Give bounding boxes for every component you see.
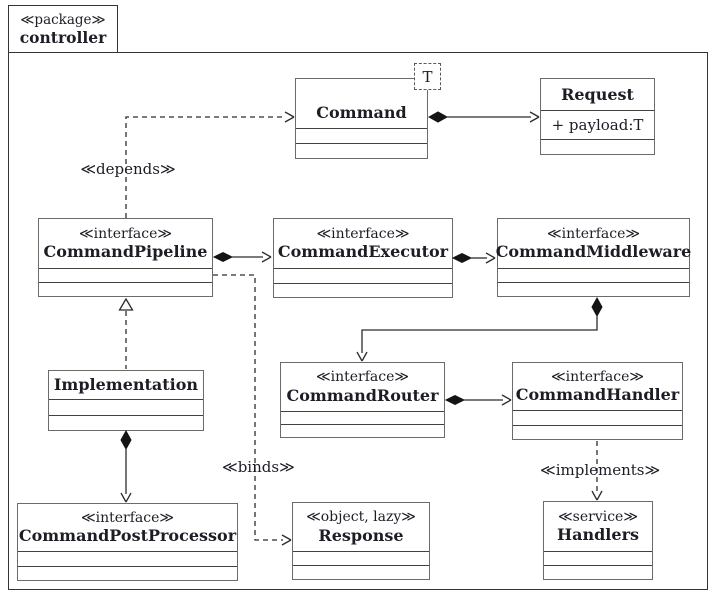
class-title: ≪interface≫ CommandPostProcessor xyxy=(18,504,237,551)
class-title: ≪interface≫ CommandMiddleware xyxy=(495,219,692,268)
stereotype: ≪object, lazy≫ xyxy=(306,509,416,525)
class-name: CommandExecutor xyxy=(277,242,449,262)
class-name: CommandMiddleware xyxy=(495,242,692,262)
class-title: ≪interface≫ CommandRouter xyxy=(281,363,444,411)
attributes-compartment xyxy=(274,268,452,283)
attributes-compartment xyxy=(18,551,237,566)
package-stereotype: ≪package≫ xyxy=(20,11,106,28)
class-name: CommandPostProcessor xyxy=(18,526,237,546)
class-title: Implementation xyxy=(49,371,203,399)
operations-compartment xyxy=(513,424,682,440)
class-command-pipeline: ≪interface≫ CommandPipeline xyxy=(38,218,213,297)
class-title: ≪interface≫ CommandPipeline xyxy=(39,219,212,268)
class-name: Request xyxy=(561,84,634,104)
operations-compartment xyxy=(18,565,237,581)
operations-compartment xyxy=(281,424,444,437)
class-request: Request + payload:T xyxy=(540,78,655,155)
attributes-compartment xyxy=(39,268,212,282)
attributes-compartment xyxy=(513,410,682,425)
class-title: Request xyxy=(541,79,654,110)
class-name: CommandHandler xyxy=(515,385,680,405)
class-name: Implementation xyxy=(53,375,199,395)
stereotype: ≪interface≫ xyxy=(78,225,173,242)
class-name: Command xyxy=(316,102,407,122)
package-name: controller xyxy=(19,27,107,47)
stereotype: ≪interface≫ xyxy=(550,368,645,385)
class-command-executor: ≪interface≫ CommandExecutor xyxy=(273,218,453,298)
attributes-compartment xyxy=(293,551,429,565)
operations-compartment xyxy=(49,414,203,431)
attributes-compartment xyxy=(544,551,652,565)
class-command-middleware: ≪interface≫ CommandMiddleware xyxy=(495,218,692,297)
stereotype: ≪interface≫ xyxy=(546,225,641,242)
class-title: Command xyxy=(296,79,427,128)
attributes-compartment xyxy=(296,128,427,143)
operations-compartment xyxy=(541,139,654,154)
operations-compartment xyxy=(544,565,652,579)
class-name: CommandPipeline xyxy=(43,242,208,262)
class-title: ≪interface≫ CommandHandler xyxy=(513,363,682,410)
template-parameter-box: T xyxy=(414,63,441,90)
class-response: ≪object, lazy≫ Response xyxy=(292,502,430,580)
operations-compartment xyxy=(293,565,429,579)
operations-compartment xyxy=(39,282,212,296)
stereotype: ≪interface≫ xyxy=(315,369,410,385)
template-parameter: T xyxy=(422,67,433,86)
class-title: ≪object, lazy≫ Response xyxy=(293,503,429,551)
stereotype: ≪interface≫ xyxy=(316,225,410,242)
attributes-compartment xyxy=(281,411,444,424)
package-tab: ≪package≫ controller xyxy=(8,5,118,53)
class-title: ≪interface≫ CommandExecutor xyxy=(274,219,452,268)
class-command-handler: ≪interface≫ CommandHandler xyxy=(512,362,683,440)
stereotype: ≪service≫ xyxy=(558,508,638,525)
attributes-compartment: + payload:T xyxy=(541,110,654,139)
class-command-post-processor: ≪interface≫ CommandPostProcessor xyxy=(17,503,238,581)
class-handlers: ≪service≫ Handlers xyxy=(543,501,653,580)
operations-compartment xyxy=(274,282,452,298)
implements-label: ≪implements≫ xyxy=(540,461,661,479)
stereotype: ≪interface≫ xyxy=(80,509,175,526)
attributes-compartment xyxy=(498,268,689,282)
operations-compartment xyxy=(498,282,689,296)
operations-compartment xyxy=(296,143,427,158)
attribute-payload: + payload:T xyxy=(551,116,644,134)
attributes-compartment xyxy=(49,399,203,415)
class-implementation: Implementation xyxy=(48,370,204,431)
class-name: CommandRouter xyxy=(286,385,439,405)
class-name: Response xyxy=(318,525,404,545)
class-command-router: ≪interface≫ CommandRouter xyxy=(280,362,445,438)
binds-label: ≪binds≫ xyxy=(222,458,295,476)
class-title: ≪service≫ Handlers xyxy=(544,502,652,551)
depends-label: ≪depends≫ xyxy=(80,160,176,178)
class-name: Handlers xyxy=(557,525,639,545)
class-command: Command xyxy=(295,78,428,159)
